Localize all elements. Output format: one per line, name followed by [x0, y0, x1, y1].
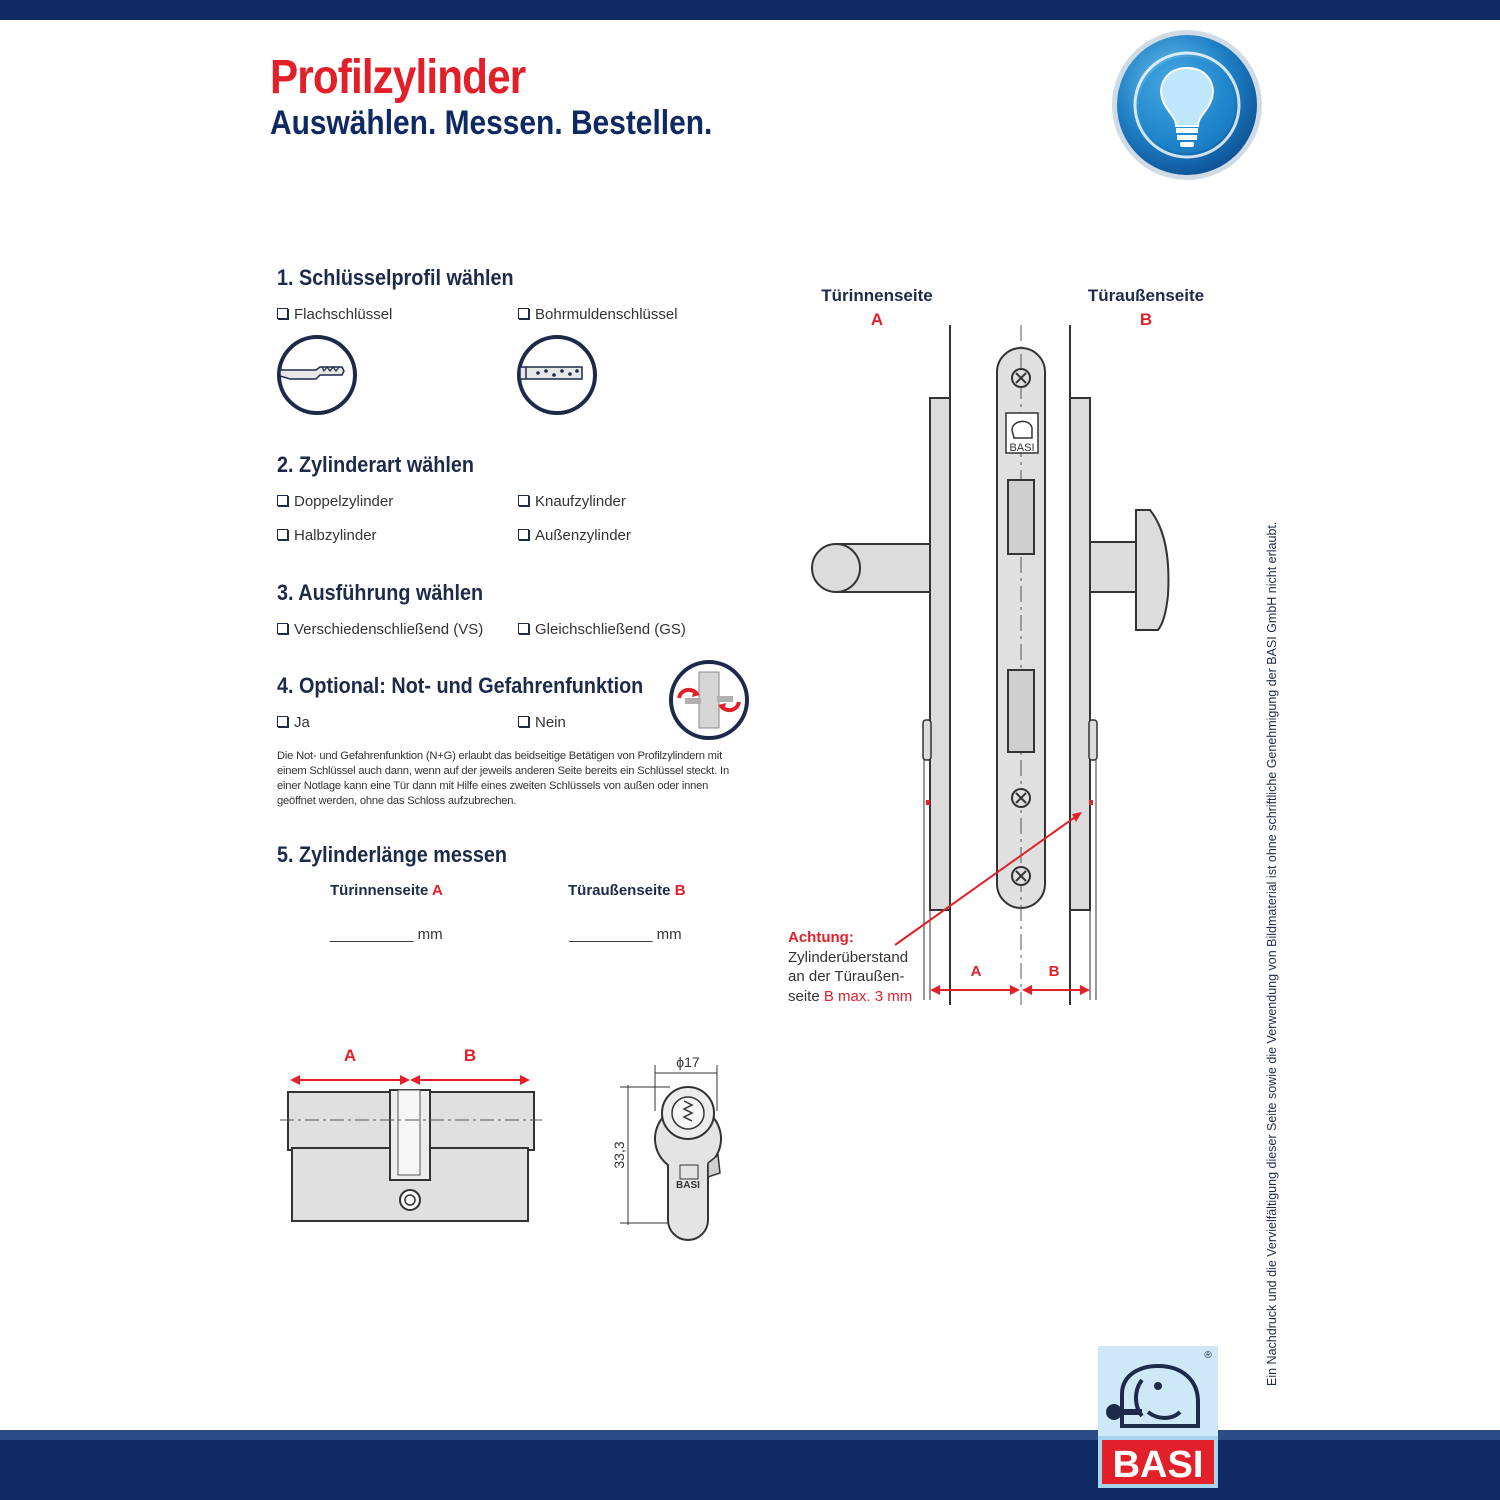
logo-registered-mark: ®: [1204, 1350, 1212, 1361]
checkbox[interactable]: [518, 308, 529, 319]
option-ja[interactable]: Ja: [277, 714, 310, 731]
page-title: Profilzylinder: [270, 51, 526, 104]
diameter-label: ϕ17: [676, 1054, 700, 1070]
section-5-heading: 5. Zylinderlänge messen: [277, 842, 507, 867]
warning-line-1: Zylinderüberstand: [788, 948, 909, 966]
plate-brand-text: BASI: [1009, 442, 1034, 454]
flat-key-icon: [277, 335, 357, 415]
height-label: 33,3: [611, 1141, 627, 1168]
emergency-function-icon: [669, 660, 749, 740]
section-3-heading: 3. Ausführung wählen: [277, 580, 484, 605]
bottom-bar-accent: [0, 1430, 1500, 1440]
door-outer-label: Türaußenseite: [1087, 286, 1205, 305]
warning-line-3-text: seite: [788, 987, 820, 1005]
door-dim-a: A: [971, 963, 982, 980]
checkbox[interactable]: [277, 529, 288, 540]
cylinder-overhang-warning: Achtung: Zylinderüberstand an der Türauß…: [788, 928, 912, 1006]
door-dim-b: B: [1049, 963, 1060, 980]
option-bohrmuldenschluessel[interactable]: Bohrmuldenschlüssel: [518, 306, 678, 323]
bottom-bar: [0, 1440, 1500, 1500]
cylinder-front-drawing: ϕ17 33,3 BASI: [611, 1054, 722, 1241]
door-inner-label: Türinnenseite: [821, 286, 933, 305]
option-aussenzylinder[interactable]: Außenzylinder: [518, 527, 631, 544]
warning-head: Achtung:: [788, 929, 854, 946]
option-label: Gleichschließend (GS): [535, 621, 686, 638]
option-label: Bohrmuldenschlüssel: [535, 306, 678, 323]
cylinder-side-drawing: A B: [280, 1046, 542, 1222]
dimple-key-icon: [517, 335, 597, 415]
blank-line[interactable]: __________: [569, 926, 653, 943]
emergency-function-description: Die Not- und Gefahrenfunktion (N+G) erla…: [277, 750, 729, 807]
lightbulb-icon: [1112, 30, 1262, 180]
option-label: Verschiedenschließend (VS): [294, 621, 484, 638]
measure-outer-label: Türaußenseite B: [568, 882, 686, 899]
option-verschiedenschliessend[interactable]: Verschiedenschließend (VS): [277, 621, 483, 638]
option-label: Außenzylinder: [535, 527, 631, 544]
warning-line-3: seite B max. 3 mm: [788, 987, 912, 1007]
label-letter: B: [674, 882, 686, 899]
checkbox[interactable]: [277, 623, 288, 634]
dim-label-b: B: [464, 1046, 476, 1065]
measure-outer-field[interactable]: __________ mm: [569, 926, 682, 943]
section-4-heading: 4. Optional: Not- und Gefahrenfunktion: [277, 673, 644, 698]
option-label: Knaufzylinder: [535, 493, 626, 510]
measure-inner-label: Türinnenseite A: [330, 882, 443, 899]
option-doppelzylinder[interactable]: Doppelzylinder: [277, 493, 393, 510]
option-gleichschliessend[interactable]: Gleichschließend (GS): [518, 621, 686, 638]
cylinder-brand-text: BASI: [676, 1180, 700, 1191]
option-label: Halbzylinder: [294, 527, 377, 544]
checkbox[interactable]: [518, 716, 529, 727]
door-lock-drawing: BASI A B: [811, 325, 1170, 1005]
checkbox[interactable]: [277, 495, 288, 506]
label-text: Türinnenseite: [330, 882, 429, 899]
basi-logo: ® BASI: [1098, 1346, 1218, 1488]
option-nein[interactable]: Nein: [518, 714, 566, 731]
top-bar: [0, 0, 1500, 20]
checkbox[interactable]: [518, 623, 529, 634]
unit-label: mm: [656, 926, 682, 943]
copyright-note: Ein Nachdruck und die Vervielfältigung d…: [1265, 521, 1279, 1386]
page-subtitle: Auswählen. Messen. Bestellen.: [270, 104, 713, 142]
logo-text: BASI: [1113, 1444, 1204, 1486]
option-label: Nein: [535, 714, 566, 731]
label-letter: A: [431, 882, 443, 899]
door-inner-letter: A: [870, 310, 884, 329]
option-knaufzylinder[interactable]: Knaufzylinder: [518, 493, 626, 510]
section-1-heading: 1. Schlüsselprofil wählen: [277, 265, 514, 290]
checkbox[interactable]: [277, 716, 288, 727]
door-outer-letter: B: [1139, 310, 1153, 329]
option-label: Flachschlüssel: [294, 306, 393, 323]
blank-line[interactable]: __________: [330, 926, 414, 943]
label-text: Türaußenseite: [568, 882, 671, 899]
unit-label: mm: [417, 926, 443, 943]
checkbox[interactable]: [518, 495, 529, 506]
option-label: Doppelzylinder: [294, 493, 394, 510]
option-flachschluessel[interactable]: Flachschlüssel: [277, 306, 392, 323]
option-halbzylinder[interactable]: Halbzylinder: [277, 527, 377, 544]
checkbox[interactable]: [518, 529, 529, 540]
measure-inner-field[interactable]: __________ mm: [330, 926, 443, 943]
dim-label-a: A: [344, 1046, 356, 1065]
section-2-heading: 2. Zylinderart wählen: [277, 452, 474, 477]
checkbox[interactable]: [277, 308, 288, 319]
option-label: Ja: [294, 714, 310, 731]
warning-line-3-limit: B max. 3 mm: [823, 987, 913, 1005]
warning-line-2: an der Türaußen-: [788, 968, 905, 985]
